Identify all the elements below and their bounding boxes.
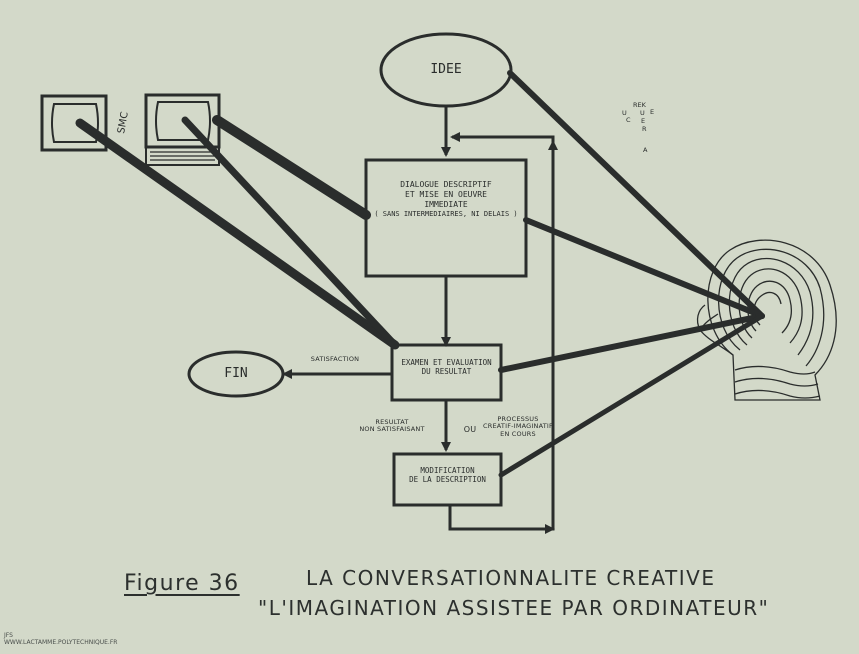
caption-line-1: LA CONVERSATIONNALITE CREATIVE bbox=[306, 566, 716, 590]
terminal-screen-icon bbox=[40, 94, 108, 152]
terminal-label: SMC bbox=[116, 111, 131, 135]
modification-line-2: DE LA DESCRIPTION bbox=[409, 475, 486, 485]
caption-line-2: "L'IMAGINATION ASSISTEE PAR ORDINATEUR" bbox=[258, 596, 770, 620]
end-node bbox=[187, 350, 285, 398]
svg-text:E: E bbox=[641, 117, 645, 125]
photo-credit: JFS WWW.LACTAMME.POLYTECHNIQUE.FR bbox=[4, 632, 118, 647]
end-label: FIN bbox=[224, 366, 248, 381]
modification-box bbox=[392, 452, 503, 507]
examination-line-2: DU RESULTAT bbox=[421, 367, 472, 377]
dialogue-line-1: DIALOGUE DESCRIPTIF bbox=[400, 180, 492, 189]
idea-label: IDEE bbox=[430, 62, 462, 77]
head-connections bbox=[498, 70, 765, 478]
scatter-letters: REK U C U E E R A bbox=[622, 101, 654, 154]
or-label: OU bbox=[463, 425, 477, 434]
svg-text:U: U bbox=[622, 109, 627, 117]
satisfaction-label: SATISFACTION bbox=[310, 355, 360, 363]
not-satisfying-label: RESULTAT NON SATISFAISANT bbox=[359, 418, 425, 434]
svg-text:REK: REK bbox=[633, 101, 647, 109]
creative-process-label: PROCESSUS CREATIF-IMAGINATIF EN COURS bbox=[483, 415, 553, 438]
svg-text:C: C bbox=[626, 116, 631, 124]
examination-box bbox=[390, 343, 503, 402]
modification-text: MODIFICATION DE LA DESCRIPTION bbox=[395, 466, 500, 485]
examination-line-1: EXAMEN ET EVALUATION bbox=[401, 358, 492, 367]
dialogue-line-2: ET MISE EN OEUVRE bbox=[405, 190, 487, 199]
terminal-connections bbox=[75, 115, 400, 350]
terminal-keyboard-icon bbox=[144, 93, 221, 166]
svg-text:E: E bbox=[650, 108, 654, 116]
dialogue-text: DIALOGUE DESCRIPTIF ET MISE EN OEUVRE IM… bbox=[368, 180, 524, 219]
flow-arrows bbox=[282, 106, 558, 534]
svg-text:R: R bbox=[642, 125, 647, 133]
svg-text:U: U bbox=[640, 109, 645, 117]
dialogue-line-4: ( SANS INTERMEDIAIRES, NI DELAIS ) bbox=[374, 210, 518, 218]
dialogue-line-3: IMMEDIATE bbox=[424, 200, 468, 209]
idea-node bbox=[379, 32, 513, 108]
head-profile-icon bbox=[696, 239, 837, 401]
svg-text:A: A bbox=[643, 146, 648, 154]
examination-text: EXAMEN ET EVALUATION DU RESULTAT bbox=[393, 358, 500, 377]
dialogue-box bbox=[364, 158, 528, 278]
figure-number: Figure 36 bbox=[124, 571, 240, 596]
modification-line-1: MODIFICATION bbox=[420, 466, 475, 475]
